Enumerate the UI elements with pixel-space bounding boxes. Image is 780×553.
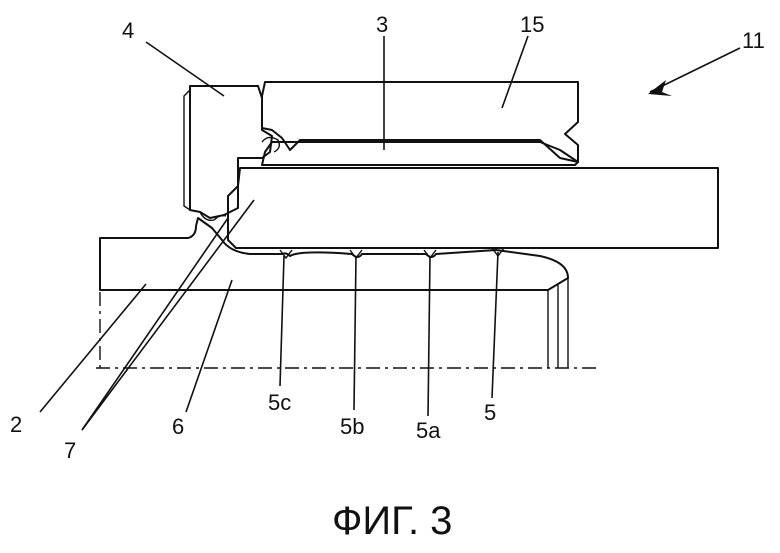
label-11: 11 bbox=[742, 28, 765, 53]
part-15-cover-plate bbox=[262, 82, 578, 162]
leader-5c bbox=[280, 256, 284, 386]
leader-2 bbox=[40, 284, 146, 412]
leader-6 bbox=[186, 280, 232, 412]
label-5c: 5c bbox=[268, 390, 291, 415]
leader-5b bbox=[354, 256, 356, 410]
label-7: 7 bbox=[64, 438, 76, 463]
label-5a: 5a bbox=[416, 418, 441, 443]
part-3-middle-body bbox=[262, 142, 578, 165]
leader-4 bbox=[146, 42, 224, 96]
label-15: 15 bbox=[520, 12, 544, 37]
leader-lines bbox=[40, 36, 740, 430]
label-2: 2 bbox=[10, 412, 22, 437]
part-2-base-profile bbox=[96, 218, 598, 368]
leader-15 bbox=[502, 36, 528, 108]
figure-caption: ФИГ. 3 bbox=[332, 499, 452, 543]
label-3: 3 bbox=[376, 12, 388, 37]
leader-5 bbox=[492, 252, 498, 398]
leader-7a bbox=[82, 218, 228, 430]
label-5b: 5b bbox=[340, 414, 364, 439]
leader-5a bbox=[428, 256, 430, 416]
part-7-lower-block bbox=[228, 168, 718, 248]
label-6: 6 bbox=[172, 414, 184, 439]
label-4: 4 bbox=[122, 18, 134, 43]
label-5: 5 bbox=[484, 400, 496, 425]
leader-7b bbox=[82, 200, 254, 430]
